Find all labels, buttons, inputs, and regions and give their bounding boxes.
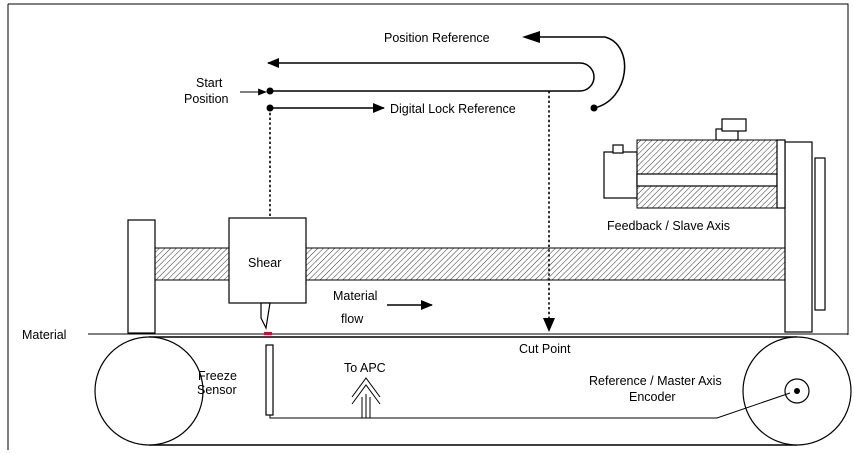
encoder-label-line1: Reference / Master Axis — [589, 374, 722, 388]
motor-connector — [612, 144, 624, 154]
material-label: Material — [22, 328, 66, 342]
freeze-sensor-label-line1: Freeze — [198, 369, 237, 383]
diagram-frame — [8, 3, 849, 335]
apc-wiring — [269, 394, 367, 419]
encoder-hub — [794, 388, 800, 394]
motor-flange — [776, 139, 786, 209]
motor-band — [636, 173, 778, 187]
material-flow-label-line2: flow — [341, 312, 364, 326]
right-support — [784, 141, 813, 333]
left-support — [127, 219, 156, 334]
encoder-label-line2: Encoder — [629, 390, 676, 404]
conveyor — [94, 336, 852, 446]
freeze-sensor — [265, 344, 274, 416]
start-position-label-line2: Position — [184, 92, 229, 106]
position-reference-path — [267, 31, 626, 112]
to-apc-arrow-icon — [351, 377, 381, 418]
shear-blade — [260, 302, 271, 330]
digital-lock-reference-label: Digital Lock Reference — [390, 102, 516, 116]
shear-carriage — [228, 217, 307, 304]
start-position-dot — [266, 87, 274, 95]
right-support-plate — [814, 157, 826, 311]
position-reference-end-dot — [590, 104, 598, 112]
motor-body-top — [636, 139, 778, 175]
left-roller — [94, 336, 204, 446]
apc-wiring-encoder — [366, 392, 791, 419]
cut-point-arrowhead — [543, 318, 555, 332]
cut-marker — [264, 332, 272, 335]
start-position-label-line1: Start — [196, 76, 223, 90]
position-reference-label: Position Reference — [384, 31, 490, 45]
servo-motor — [603, 118, 786, 209]
to-apc-label: To APC — [344, 361, 386, 375]
cut-point-label: Cut Point — [519, 342, 571, 356]
freeze-sensor-label-line2: Sensor — [197, 383, 237, 397]
motor-rear-cap — [603, 151, 638, 199]
motor-terminal-cap — [721, 118, 747, 132]
shear-label: Shear — [248, 256, 281, 270]
feedback-slave-axis-label: Feedback / Slave Axis — [607, 219, 730, 233]
material-flow-label-line1: Material — [333, 289, 377, 303]
motor-body-bottom — [636, 185, 778, 209]
